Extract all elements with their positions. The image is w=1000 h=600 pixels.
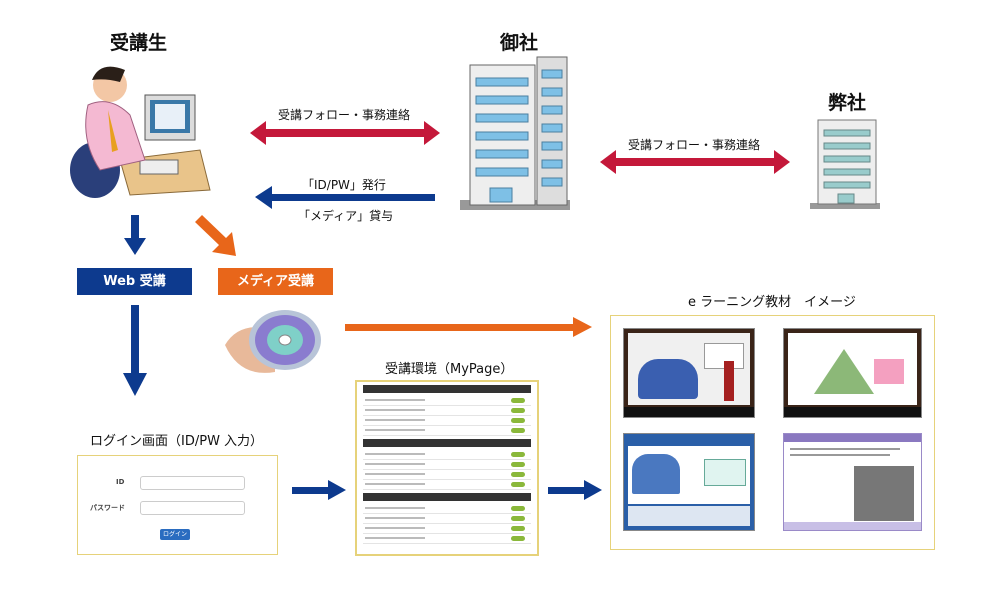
elearning-thumb-lecture [623,328,755,418]
elearning-images [610,315,935,550]
red-double-arrow-2 [600,150,790,174]
our-building-illustration [810,119,880,209]
password-input[interactable] [140,501,245,515]
student-title: 受講生 [110,32,168,54]
web-course-box: Web 受講 [77,268,192,295]
elearning-thumb-chart [783,328,922,418]
media-loan-label: 「メディア」貸与 [298,209,394,223]
blue-right-arrow-2 [548,480,602,500]
follow-label-1: 受講フォロー・事務連絡 [278,108,411,122]
blue-right-arrow-1 [292,480,346,500]
blue-down-arrow-1 [124,215,146,255]
media-course-box: メディア受講 [218,268,333,295]
elearning-thumb-quiz [783,433,922,531]
course-header [363,493,531,501]
us-title: 弊社 [828,92,867,114]
blue-down-arrow-2 [123,305,147,396]
elearning-section-label: e ラーニング教材 イメージ [688,295,856,310]
course-header [363,439,531,447]
login-button[interactable]: ログイン [160,529,190,540]
orange-diag-arrow [195,215,236,256]
orange-right-arrow [345,317,592,337]
course-header [363,385,531,393]
idpw-label: 「ID/PW」発行 [302,178,386,192]
elearning-thumb-slides [623,433,755,531]
id-label: ID [116,478,125,486]
blue-left-arrow [255,186,435,209]
cd-in-hand-illustration [225,310,321,373]
login-screen: ID パスワード ログイン [77,455,278,555]
password-label: パスワード [90,504,125,512]
mypage-section-label: 受講環境（MyPage） [385,362,514,377]
id-input[interactable] [140,476,245,490]
follow-label-2: 受講フォロー・事務連絡 [628,138,761,152]
client-title: 御社 [500,32,539,54]
mypage-screenshot [355,380,539,556]
login-section-label: ログイン画面（ID/PW 入力） [90,434,264,449]
red-double-arrow-1 [250,121,440,145]
student-illustration [70,66,211,198]
client-building-illustration [460,56,570,210]
